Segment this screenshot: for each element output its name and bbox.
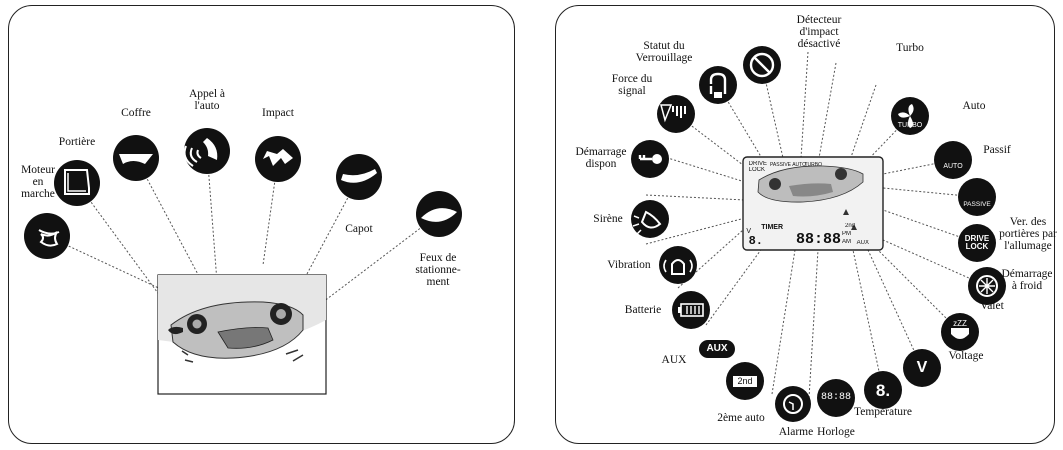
engine-running-icon bbox=[24, 213, 70, 259]
label-aux: AUX bbox=[661, 354, 687, 366]
label-battery: Batterie bbox=[624, 304, 662, 316]
lcd-car-window bbox=[789, 183, 833, 197]
hood-icon bbox=[336, 154, 382, 200]
remote-start-icon bbox=[631, 140, 669, 178]
clock-glyph: 88:88 bbox=[820, 392, 851, 403]
trunk-icon bbox=[113, 135, 159, 181]
vibration-icon bbox=[659, 246, 697, 284]
car-engine-marks bbox=[168, 326, 183, 335]
drive-lock-icon bbox=[958, 224, 996, 262]
passive-icon bbox=[958, 178, 996, 216]
auto-icon bbox=[934, 141, 972, 179]
impact-icon bbox=[255, 136, 301, 182]
car-call-icon bbox=[183, 128, 230, 174]
label-remote-start: Démarrage dispon bbox=[575, 146, 627, 170]
lcd-passive: PASSIVE bbox=[769, 162, 791, 168]
lcd-car-wheel-right bbox=[769, 178, 781, 190]
left-car-scene bbox=[157, 274, 327, 395]
voltage-glyph: V bbox=[916, 359, 928, 376]
lcd-time: 88:88 bbox=[795, 231, 841, 248]
aux-glyph: AUX bbox=[699, 340, 735, 358]
drive-lock-glyph: DRIVE LOCK bbox=[964, 234, 990, 251]
car-impact-marks bbox=[181, 349, 304, 363]
label-lock-status: Statut du Verrouillage bbox=[635, 40, 693, 64]
clock-icon bbox=[817, 379, 855, 417]
lcd-second: 2nd bbox=[844, 223, 855, 229]
valet-glyph: zZZ bbox=[953, 319, 967, 328]
label-vibration: Vibration bbox=[607, 259, 651, 271]
lock-status-icon bbox=[699, 66, 737, 104]
signal-strength-icon bbox=[657, 95, 695, 133]
lcd-am: AM bbox=[842, 239, 851, 245]
label-valet: Valet bbox=[980, 300, 1004, 312]
label-passive: Passif bbox=[983, 144, 1011, 156]
impact-sensor-off-icon bbox=[743, 46, 781, 84]
door-icon bbox=[54, 160, 100, 206]
lcd-pm: PM bbox=[842, 231, 851, 237]
label-clock: Horloge bbox=[817, 426, 855, 438]
label-turbo: Turbo bbox=[896, 42, 924, 54]
car-hub-left bbox=[276, 309, 286, 319]
lcd-volt: V bbox=[746, 228, 751, 235]
valet-icon bbox=[941, 313, 979, 351]
cold-start-icon bbox=[968, 267, 1006, 305]
lcd-markers bbox=[843, 209, 857, 230]
car-window bbox=[217, 327, 274, 349]
lcd-aux: AUX bbox=[856, 240, 869, 246]
parking-lights-icon bbox=[416, 191, 462, 237]
lcd-display bbox=[742, 156, 884, 251]
temperature-glyph: 8. bbox=[875, 381, 891, 400]
temperature-icon bbox=[864, 371, 902, 409]
label-auto: Auto bbox=[962, 100, 986, 112]
label-second-car: 2ème auto bbox=[717, 412, 765, 424]
battery-icon bbox=[672, 291, 710, 329]
label-signal-strength: Force du signal bbox=[611, 73, 653, 97]
label-voltage: Voltage bbox=[948, 350, 984, 362]
lcd-timer: TIMER bbox=[761, 224, 783, 231]
second-car-glyph: 2nd bbox=[733, 376, 757, 387]
turbo-glyph: TURBO bbox=[897, 122, 923, 129]
turbo-icon bbox=[891, 97, 929, 135]
siren-icon bbox=[631, 200, 669, 238]
label-impact-sensor-off: Détecteur d'impact désactivé bbox=[796, 14, 842, 50]
label-alarm: Alarme bbox=[778, 426, 814, 438]
lcd-digit: 8. bbox=[748, 234, 763, 248]
label-temperature: Température bbox=[854, 406, 912, 418]
lcd-lock: LOCK bbox=[748, 167, 765, 173]
car-hub-right bbox=[192, 319, 202, 329]
label-cold-start: Démarrage à froid bbox=[1001, 268, 1053, 292]
label-door-lock-ignition: Ver. des portières par l'allumage bbox=[999, 216, 1057, 252]
passive-glyph: PASSIVE bbox=[963, 201, 991, 208]
lcd-car-wheel-left bbox=[835, 168, 847, 180]
voltage-icon bbox=[903, 349, 941, 387]
label-siren: Sirène bbox=[593, 213, 623, 225]
right-connectors bbox=[645, 51, 988, 399]
alarm-clock-icon bbox=[775, 386, 811, 422]
lcd-turbo: TURBO bbox=[804, 162, 823, 168]
auto-glyph: AUTO bbox=[943, 163, 963, 170]
